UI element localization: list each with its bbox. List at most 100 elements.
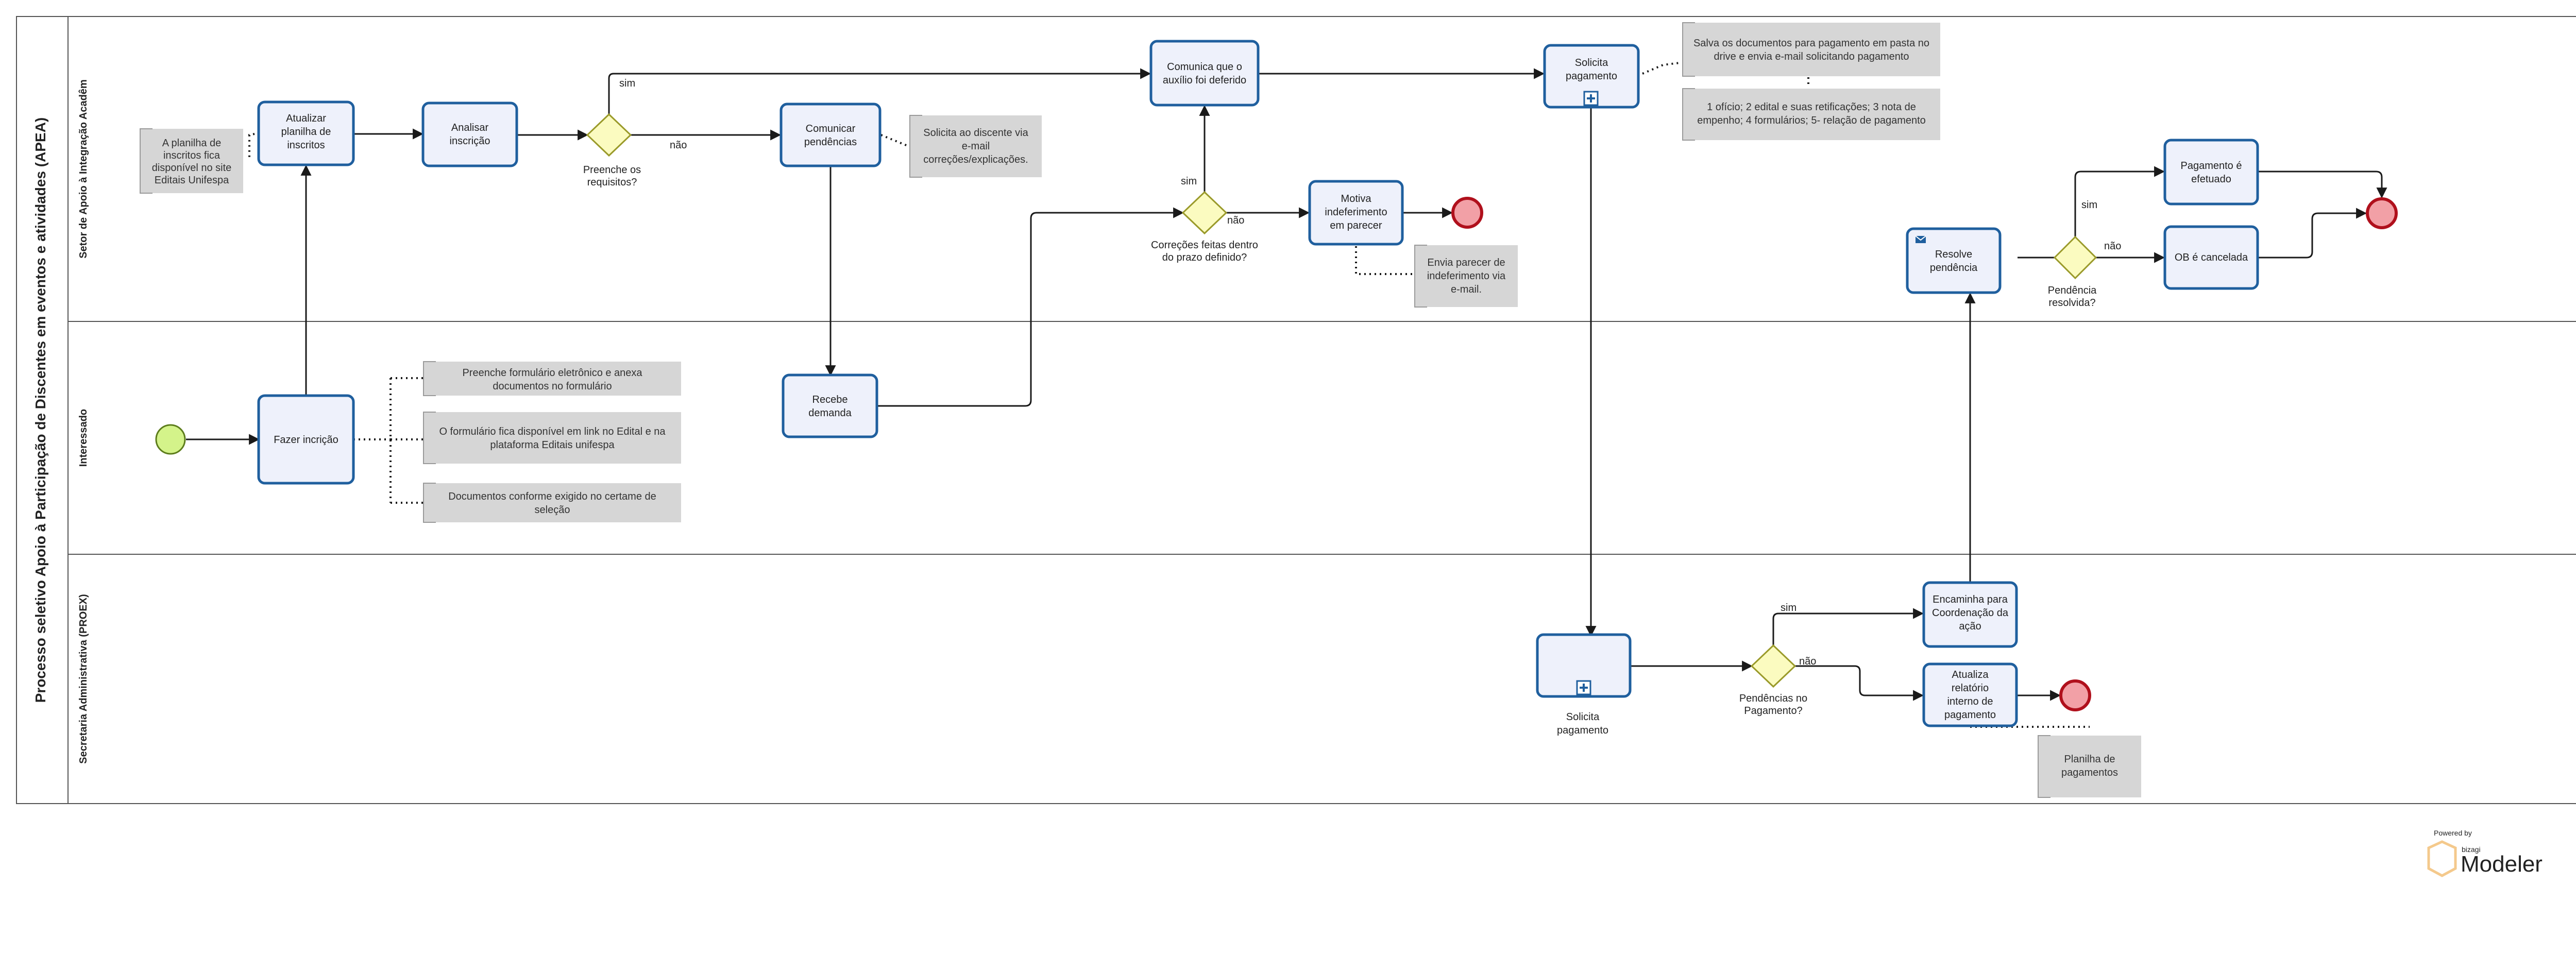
- task-label: ação: [1959, 621, 1981, 632]
- task-label: Pagamento é: [2181, 160, 2242, 172]
- lane-secretaria-label: Secretaria Administrativa (PROEX): [78, 594, 89, 763]
- gateway-label: Pendência: [2048, 285, 2097, 296]
- start-event[interactable]: [155, 424, 186, 455]
- task-atualiza-relatorio[interactable]: Atualiza relatório interno de pagamento: [1922, 662, 2018, 727]
- gateway-label: resolvida?: [2048, 297, 2095, 309]
- sequence-flows: [186, 68, 2387, 701]
- gateway-preenche-requisitos[interactable]: Preenche os requisitos?: [583, 113, 641, 188]
- task-comunica-deferido[interactable]: Comunica que o auxílio foi deferido: [1149, 40, 1260, 107]
- annotation-solicita-discente: Solicita ao discente via e-mail correçõe…: [909, 115, 1042, 178]
- task-label: Atualizar: [286, 113, 326, 124]
- task-fazer-inscricao[interactable]: Fazer incrição: [257, 394, 355, 485]
- gateway-label: Pagamento?: [1744, 705, 1802, 717]
- tasks: Atualizar planilha de inscritos Analisar…: [257, 40, 2259, 736]
- annotation-line: A planilha de: [162, 138, 222, 149]
- task-pagamento-efetuado[interactable]: Pagamento é efetuado: [2163, 139, 2259, 206]
- annotation-line: indeferimento via: [1427, 270, 1506, 282]
- end-event[interactable]: [2366, 197, 2398, 229]
- annotation-lista-documentos: 1 ofício; 2 edital e suas retificações; …: [1682, 88, 1940, 141]
- annotation-line: Editais Unifespa: [155, 175, 229, 186]
- flow-recebe-gw2: [878, 207, 1184, 407]
- task-label: pendências: [804, 137, 857, 148]
- gateway-correcoes-prazo[interactable]: Correções feitas dentro do prazo definid…: [1151, 191, 1258, 263]
- flow-pagamento-end: [2259, 171, 2387, 199]
- annotation-preenche-formulario: Preenche formulário eletrônico e anexa d…: [423, 361, 681, 396]
- flow-label-nao: não: [1227, 215, 1244, 226]
- task-label: demanda: [808, 407, 852, 419]
- annotations: A planilha de inscritos fica disponível …: [140, 22, 2141, 798]
- task-label: Recebe: [812, 394, 848, 405]
- gateway-pendencias-pagamento[interactable]: Pendências no Pagamento?: [1739, 644, 1807, 717]
- flow-label-nao: não: [670, 140, 687, 151]
- task-label: Solicita: [1566, 711, 1600, 723]
- plus-icon: [1580, 684, 1588, 692]
- task-label: Resolve: [1935, 249, 1972, 260]
- gateway-label: Preenche os: [583, 164, 641, 176]
- annotation-line: Envia parecer de: [1427, 257, 1505, 268]
- annotation-line: disponível no site: [152, 162, 232, 174]
- task-label: relatório: [1952, 683, 1989, 694]
- flow-gw3-sim-pagamento: [2074, 166, 2165, 237]
- flow-gw1-sim-comunica: [608, 68, 1151, 114]
- end-event[interactable]: [1451, 197, 1483, 229]
- assoc-solicita-salva: [1642, 62, 1680, 75]
- assoc-motiva-envia: [1355, 246, 1414, 275]
- task-analisar-inscricao[interactable]: Analisar inscrição: [421, 101, 518, 167]
- task-label: Encaminha para: [1933, 594, 2008, 605]
- lane-interessado-label: Interessado: [78, 409, 89, 467]
- envelope-flap: [1915, 235, 1926, 241]
- task-motiva-indeferimento[interactable]: Motiva indeferimento em parecer: [1308, 180, 1404, 246]
- task-label: Motiva: [1341, 193, 1372, 205]
- events: [155, 197, 2398, 711]
- flow-label-nao: não: [1799, 656, 1816, 667]
- annotation-line: empenho; 4 formulários; 5- relação de pa…: [1697, 115, 1926, 126]
- flow-gw4-nao-atualiza: [1795, 665, 1924, 701]
- flow-ob-end: [2259, 208, 2367, 259]
- watermark: Powered by bizagi Modeler: [2427, 829, 2543, 877]
- subprocess-solicita-pagamento-secretaria[interactable]: Solicita pagamento: [1536, 633, 1632, 736]
- watermark-product: Modeler: [2461, 851, 2543, 877]
- annotation-line: documentos no formulário: [493, 381, 612, 392]
- annotation-documentos-conforme: Documentos conforme exigido no certame d…: [423, 483, 681, 523]
- gateway-pendencia-resolvida[interactable]: Pendência resolvida?: [2048, 235, 2097, 309]
- task-resolve-pendencia[interactable]: Resolve pendência: [1906, 227, 2002, 294]
- annotation-line: e-mail: [962, 141, 990, 152]
- end-event[interactable]: [2059, 679, 2091, 711]
- annotation-formulario-disponivel: O formulário fica disponível em link no …: [423, 412, 681, 464]
- task-atualizar-planilha[interactable]: Atualizar planilha de inscritos: [257, 100, 355, 166]
- annotation-line: Preenche formulário eletrônico e anexa: [462, 367, 642, 379]
- annotation-line: Planilha de: [2064, 754, 2115, 765]
- task-label: Solicita: [1575, 57, 1608, 69]
- task-recebe-demanda[interactable]: Recebe demanda: [782, 373, 878, 438]
- subprocess-solicita-pagamento[interactable]: Solicita pagamento: [1543, 44, 1640, 109]
- annotation-line: Salva os documentos para pagamento em pa…: [1693, 38, 1929, 49]
- annotation-line: pagamentos: [2061, 767, 2118, 778]
- task-label: indeferimento: [1325, 207, 1387, 218]
- watermark-powered-by: Powered by: [2434, 829, 2472, 837]
- pool: Processo seletivo Apoio à Participação d…: [16, 16, 2576, 804]
- annotation-line: inscritos fica: [163, 150, 221, 161]
- task-label: OB é cancelada: [2175, 252, 2248, 263]
- expand-icon[interactable]: [1583, 91, 1599, 106]
- assoc-comunicar-solicita: [880, 134, 909, 147]
- annotation-planilha-pagamentos: Planilha de pagamentos: [2038, 735, 2141, 798]
- annotation-line: seleção: [535, 504, 570, 516]
- associations: [248, 62, 2090, 728]
- task-label: efetuado: [2191, 174, 2231, 185]
- gateway-label: requisitos?: [587, 177, 637, 188]
- watermark-vendor: bizagi: [2462, 845, 2481, 854]
- annotation-line: e-mail.: [1451, 284, 1482, 295]
- flow-label-sim: sim: [1781, 602, 1797, 614]
- task-label: auxílio foi deferido: [1163, 75, 1246, 86]
- annotation-line: plataforma Editais unifespa: [490, 439, 615, 451]
- task-comunicar-pendencias[interactable]: Comunicar pendências: [779, 103, 882, 167]
- task-label: Analisar: [451, 122, 489, 133]
- task-ob-cancelada[interactable]: OB é cancelada: [2163, 225, 2259, 290]
- flow-labels: sim não sim não sim não sim não: [619, 78, 2121, 667]
- plus-icon: [1587, 94, 1595, 103]
- annotation-line: drive e envia e-mail solicitando pagamen…: [1714, 51, 1909, 62]
- annotation-line: Documentos conforme exigido no certame d…: [448, 491, 656, 502]
- task-encaminha-coordenacao[interactable]: Encaminha para Coordenação da ação: [1922, 581, 2018, 648]
- annotation-line: Solicita ao discente via: [923, 127, 1028, 139]
